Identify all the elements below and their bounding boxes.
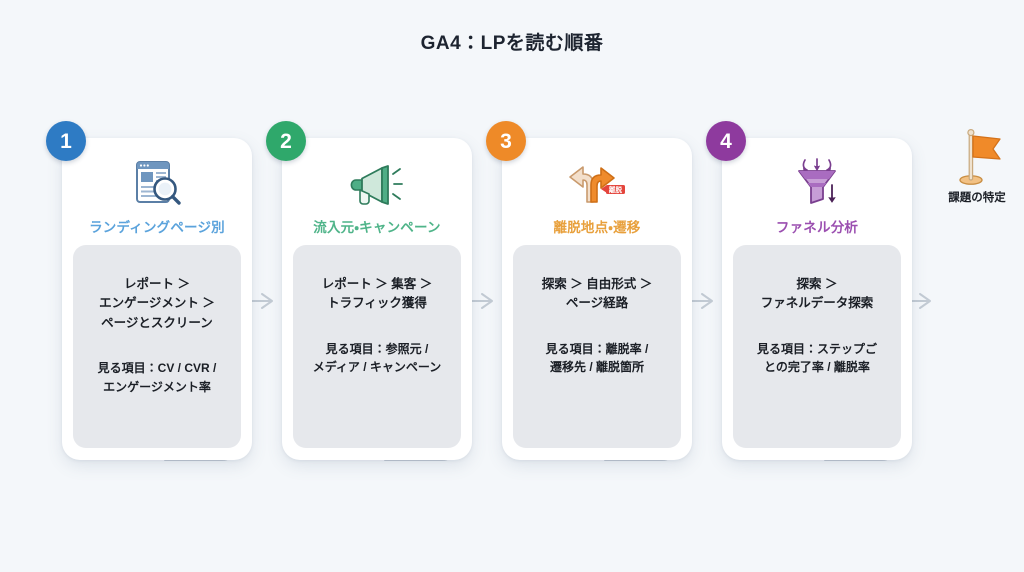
step-card-1[interactable]: ランディングページ別 レポート ＞ エンゲージメント ＞ ページとスクリーン 見…	[46, 121, 252, 460]
branching-arrow-exit-icon: 離脱	[567, 156, 627, 210]
megaphone-icon	[348, 156, 406, 210]
card-heading-3: 離脱地点・遷移	[553, 220, 641, 235]
page-title: GA4：LPを読む順番	[420, 33, 604, 54]
card-panel-3: 探索 ＞ 自由形式 ＞ ページ経路 見る項目：離脱率 / 遷移先 / 離脱箇所	[513, 245, 681, 448]
card-body-2: 流入元・キャンペーン レポート ＞ 集客 ＞ トラフィック獲得 見る項目：参照元…	[282, 138, 472, 460]
webpage-search-icon	[129, 156, 185, 210]
card-heading-4: ファネル分析	[775, 220, 859, 235]
card-panel-1: レポート ＞ エンゲージメント ＞ ページとスクリーン 見る項目：CV / CV…	[73, 245, 241, 448]
step-card-2[interactable]: 流入元・キャンペーン レポート ＞ 集客 ＞ トラフィック獲得 見る項目：参照元…	[266, 121, 472, 460]
panel-metrics-3: 見る項目：離脱率 / 遷移先 / 離脱箇所	[545, 341, 649, 375]
funnel-icon	[789, 156, 845, 210]
step-badge-2: 2	[266, 121, 306, 161]
panel-metrics-1: 見る項目：CV / CVR / エンゲージメント率	[97, 361, 217, 394]
step-badge-1: 1	[46, 121, 86, 161]
card-panel-4: 探索 ＞ ファネルデータ探索 見る項目：ステップご との完了率 / 離脱率	[733, 245, 901, 448]
goal-label: 課題の特定	[948, 192, 1006, 204]
panel-path-2: レポート ＞ 集客 ＞ トラフィック獲得	[321, 277, 433, 311]
card-body-4: ファネル分析 探索 ＞ ファネルデータ探索 見る項目：ステップご との完了率 /…	[722, 138, 912, 460]
step-badge-3: 3	[486, 121, 526, 161]
card-heading-2: 流入元・キャンペーン	[313, 220, 441, 235]
panel-path-1: レポート ＞ エンゲージメント ＞ ページとスクリーン	[99, 277, 215, 330]
step-badge-4: 4	[706, 121, 746, 161]
card-heading-1: ランディングページ別	[89, 220, 225, 235]
panel-path-4: 探索 ＞ ファネルデータ探索	[760, 277, 874, 311]
flow-diagram: ランディングページ別 レポート ＞ エンゲージメント ＞ ページとスクリーン 見…	[0, 121, 1024, 488]
goal-marker: 課題の特定	[930, 125, 1024, 205]
exit-tag: 離脱	[601, 185, 625, 194]
flag-icon	[959, 128, 1001, 185]
card-panel-2: レポート ＞ 集客 ＞ トラフィック獲得 見る項目：参照元 / メディア / キ…	[293, 245, 461, 448]
panel-metrics-4: 見る項目：ステップご との完了率 / 離脱率	[756, 341, 877, 375]
panel-metrics-2: 見る項目：参照元 / メディア / キャンペーン	[312, 341, 442, 375]
svg-text:離脱: 離脱	[609, 185, 623, 194]
step-card-3[interactable]: 離脱 離脱地点・遷移 探索 ＞ 自由形式 ＞ ページ経路 見る項目：離脱率 / …	[486, 121, 692, 460]
panel-path-3: 探索 ＞ 自由形式 ＞ ページ経路	[541, 277, 653, 311]
step-card-4[interactable]: ファネル分析 探索 ＞ ファネルデータ探索 見る項目：ステップご との完了率 /…	[706, 121, 912, 460]
card-body-3: 離脱 離脱地点・遷移 探索 ＞ 自由形式 ＞ ページ経路 見る項目：離脱率 / …	[502, 138, 692, 460]
card-body-1: ランディングページ別 レポート ＞ エンゲージメント ＞ ページとスクリーン 見…	[62, 138, 252, 460]
